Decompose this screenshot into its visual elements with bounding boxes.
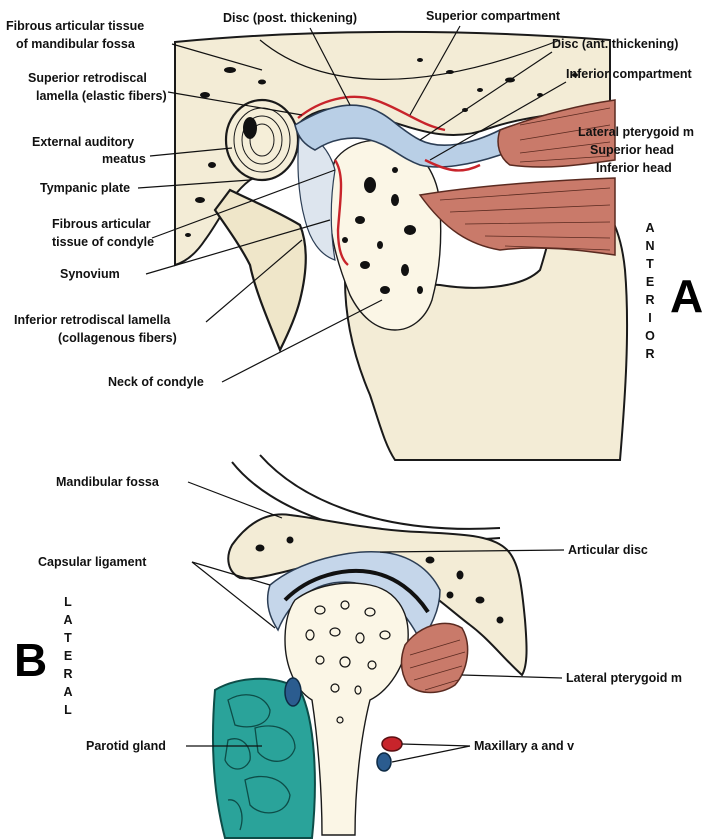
label-inferior-compartment: Inferior compartment — [566, 67, 693, 81]
label-ext-auditory-2: meatus — [102, 152, 146, 166]
orient-a-2: T — [646, 257, 654, 271]
label-superior-compartment: Superior compartment — [426, 9, 561, 23]
panel-letter-a: A — [670, 270, 703, 322]
label-lateral-pterygoid-a: Lateral pterygoid m — [578, 125, 694, 139]
orient-a-6: O — [645, 329, 655, 343]
synovium-line-lower — [333, 159, 349, 266]
label-fibrous-fossa-1: Fibrous articular tissue — [6, 19, 144, 33]
orient-a-1: N — [645, 239, 654, 253]
label-sup-retro-1: Superior retrodiscal — [28, 71, 147, 85]
maxillary-vein — [376, 752, 392, 772]
synovium-line-ant — [424, 158, 481, 172]
condyle-trabeculae-a — [342, 167, 423, 294]
label-maxillary: Maxillary a and v — [474, 739, 574, 753]
label-capsular-ligament: Capsular ligament — [38, 555, 147, 569]
lateral-pterygoid-a — [418, 99, 616, 256]
orient-b-3: E — [64, 649, 72, 663]
label-inf-retro-2: (collagenous fibers) — [58, 331, 177, 345]
panel-a: Fibrous articular tissue of mandibular f… — [6, 9, 703, 461]
label-ext-auditory-1: External auditory — [32, 135, 134, 149]
maxillary-artery — [381, 736, 403, 752]
orient-b-1: A — [63, 613, 72, 627]
disc-b-dark — [283, 568, 430, 614]
lateral-pterygoid-b — [400, 622, 469, 694]
label-inf-retro-1: Inferior retrodiscal lamella — [14, 313, 171, 327]
skull-base-outer — [259, 454, 501, 530]
tympanic-plate — [213, 188, 307, 353]
vein-upper — [284, 677, 302, 707]
temporal-trabeculae-b — [255, 536, 504, 624]
parotid-gland — [212, 677, 316, 839]
labels-a: Fibrous articular tissue of mandibular f… — [6, 9, 694, 389]
fossa-outline-a — [259, 39, 561, 80]
orient-a-3: E — [646, 275, 654, 289]
label-articular-disc: Articular disc — [568, 543, 648, 557]
label-superior-head: Superior head — [590, 143, 674, 157]
label-disc-ant: Disc (ant. thickening) — [552, 37, 678, 51]
synovium-line-upper — [297, 95, 446, 132]
mandibular-ramus-a — [343, 193, 629, 461]
orient-b-6: L — [64, 703, 72, 717]
label-inferior-head: Inferior head — [596, 161, 672, 175]
condyle-trabeculae-b — [305, 600, 391, 724]
orientation-anterior: A N T E R I O R — [645, 221, 655, 361]
label-synovium: Synovium — [60, 267, 120, 281]
label-fibrous-fossa-2: of mandibular fossa — [16, 37, 136, 51]
label-tympanic-plate: Tympanic plate — [40, 181, 130, 195]
external-auditory-meatus — [224, 98, 300, 182]
labels-b: Mandibular fossa Capsular ligament Artic… — [38, 475, 682, 763]
orient-a-0: A — [645, 221, 654, 235]
label-neck-condyle: Neck of condyle — [108, 375, 204, 389]
label-lateral-pterygoid-b: Lateral pterygoid m — [566, 671, 682, 685]
label-parotid-gland: Parotid gland — [86, 739, 166, 753]
label-fibrous-condyle-2: tissue of condyle — [52, 235, 154, 249]
orient-b-0: L — [64, 595, 72, 609]
orient-b-4: R — [63, 667, 72, 681]
orient-a-4: R — [645, 293, 654, 307]
orient-a-5: I — [648, 311, 651, 325]
orient-b-5: A — [63, 685, 72, 699]
panel-b: Mandibular fossa Capsular ligament Artic… — [14, 454, 682, 839]
condyle-b — [284, 582, 409, 836]
panel-letter-b: B — [14, 634, 47, 686]
orient-b-2: T — [64, 631, 72, 645]
label-disc-post: Disc (post. thickening) — [223, 11, 357, 25]
label-fibrous-condyle-1: Fibrous articular — [52, 217, 151, 231]
orientation-lateral: L A T E R A L — [63, 595, 72, 717]
label-mandibular-fossa: Mandibular fossa — [56, 475, 160, 489]
orient-a-7: R — [645, 347, 654, 361]
label-sup-retro-2: lamella (elastic fibers) — [36, 89, 167, 103]
